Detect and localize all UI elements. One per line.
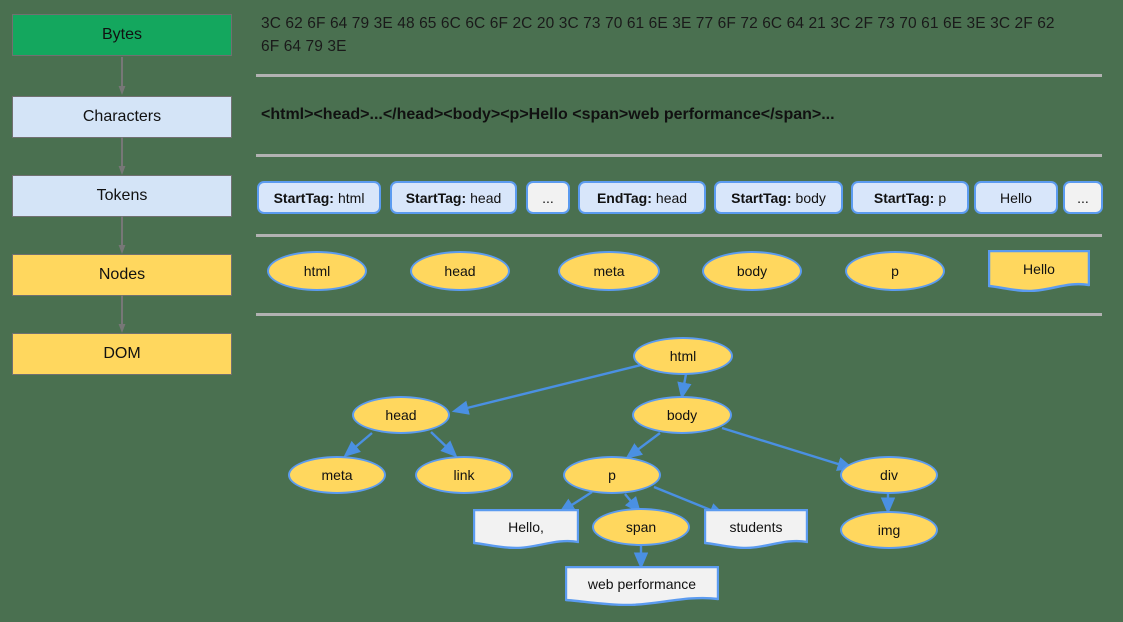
node-chip-p: p (845, 251, 945, 291)
edge-html-body (677, 373, 692, 400)
token-name: Hello (1000, 189, 1032, 206)
pipeline-arrow-nodes-to-dom (118, 295, 126, 333)
pipeline-step-bytes: Bytes (12, 14, 232, 56)
token-chip-starttag-body: StartTag:body (714, 181, 843, 214)
pipeline-step-label: DOM (103, 345, 141, 362)
node-label: Hello (1023, 261, 1055, 277)
document-shape-icon (988, 250, 1090, 292)
token-name: ... (1077, 189, 1089, 206)
node-label: link (453, 467, 475, 483)
token-chip-starttag-head: StartTag:head (390, 181, 517, 214)
node-label: meta (321, 467, 353, 483)
node-label: web performance (587, 576, 697, 592)
tree-node-students-text: students (704, 509, 808, 549)
edge-body-p (625, 432, 661, 460)
pipeline-arrow-tokens-to-nodes (118, 216, 126, 254)
node-label: p (608, 467, 616, 483)
tree-node-link: link (415, 456, 513, 494)
token-kind: StartTag: (273, 189, 334, 206)
pipeline-step-nodes: Nodes (12, 254, 232, 296)
token-chip-starttag-p: StartTag:p (851, 181, 969, 214)
node-label: p (891, 263, 899, 279)
token-kind: StartTag: (873, 189, 935, 206)
pipeline-step-label: Bytes (101, 26, 142, 43)
tree-node-hello-text: Hello, (473, 509, 579, 549)
node-chip-body: body (702, 251, 802, 291)
node-label: Hello, (508, 519, 544, 535)
edge-head-link (430, 431, 458, 458)
tree-node-div: div (840, 456, 938, 494)
node-chip-head: head (410, 251, 510, 291)
tree-node-body: body (632, 396, 732, 434)
pipeline-arrow-characters-to-tokens (118, 137, 126, 175)
divider-tokens (256, 234, 1102, 237)
pipeline-step-label: Tokens (96, 187, 148, 204)
pipeline-step-characters: Characters (12, 96, 232, 138)
token-chip-endtag-head: EndTag:head (578, 181, 706, 214)
token-kind: StartTag: (405, 189, 467, 206)
tree-node-img: img (840, 511, 938, 549)
edge-head-meta (343, 432, 373, 458)
bytes-hex-text: 3C 62 6F 64 79 3E 48 65 6C 6C 6F 2C 20 3… (261, 15, 1055, 55)
token-name: head (470, 189, 502, 206)
tree-node-p: p (563, 456, 661, 494)
divider-nodes (256, 313, 1102, 316)
tree-node-meta: meta (288, 456, 386, 494)
tree-node-html: html (633, 337, 733, 375)
edge-html-head (451, 362, 646, 415)
node-chip-hello-text: Hello (988, 250, 1090, 292)
tree-node-span: span (592, 508, 690, 546)
node-label: div (880, 467, 898, 483)
node-label: body (736, 263, 768, 279)
token-name: head (655, 189, 688, 206)
document-shape-icon (473, 509, 579, 549)
node-label: meta (593, 263, 625, 279)
node-label: head (385, 407, 417, 423)
node-label: html (669, 348, 697, 364)
tree-node-head: head (352, 396, 450, 434)
node-chip-meta: meta (558, 251, 660, 291)
divider-bytes (256, 74, 1102, 77)
node-label: img (877, 522, 901, 538)
node-chip-html: html (267, 251, 367, 291)
token-name: ... (542, 189, 554, 206)
node-label: body (666, 407, 698, 423)
token-name: body (795, 189, 826, 206)
token-chip-ellipsis-2: ... (1063, 181, 1103, 214)
node-label: span (625, 519, 657, 535)
node-label: students (729, 519, 783, 535)
node-label: html (303, 263, 331, 279)
edge-body-div (721, 426, 855, 471)
token-kind: StartTag: (731, 189, 792, 206)
token-name: p (938, 189, 947, 206)
token-name: html (337, 189, 365, 206)
pipeline-arrow-bytes-to-characters (118, 57, 126, 95)
token-kind: EndTag: (596, 189, 652, 206)
pipeline-step-label: Nodes (98, 266, 146, 283)
pipeline-step-dom: DOM (12, 333, 232, 375)
divider-characters (256, 154, 1102, 157)
pipeline-step-label: Characters (82, 108, 162, 125)
token-chip-hello: Hello (974, 181, 1058, 214)
characters-markup-text: <html><head>...</head><body><p>Hello <sp… (261, 106, 835, 123)
pipeline-step-tokens: Tokens (12, 175, 232, 217)
document-shape-icon (565, 566, 719, 606)
document-shape-icon (704, 509, 808, 549)
tree-node-webperformance-text: web performance (565, 566, 719, 606)
token-chip-ellipsis-1: ... (526, 181, 570, 214)
node-label: head (444, 263, 476, 279)
token-chip-starttag-html: StartTag:html (257, 181, 381, 214)
